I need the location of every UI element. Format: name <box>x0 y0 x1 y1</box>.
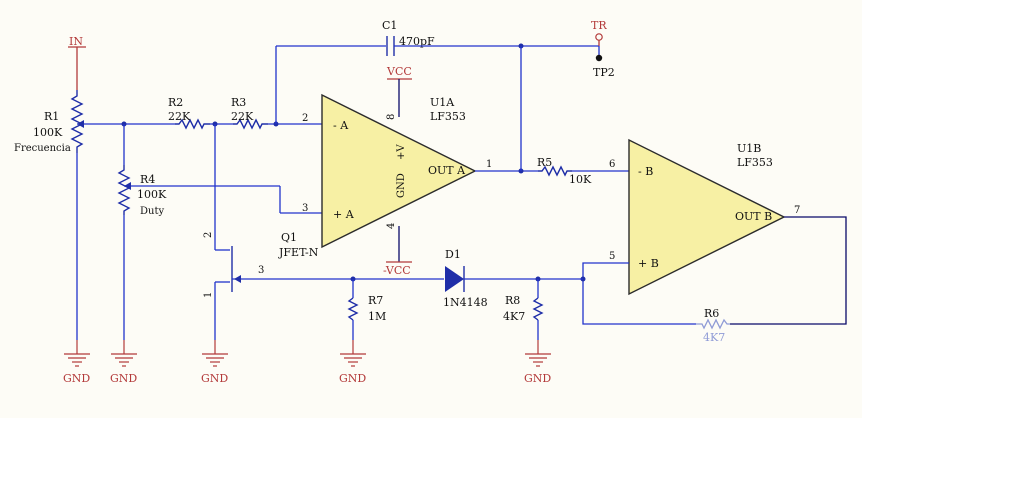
net-label-vcc: VCC <box>386 65 412 78</box>
gnd-label: GND <box>524 372 551 385</box>
u1b-pin-5: 5 <box>609 251 615 262</box>
u1b-value: LF353 <box>737 156 773 169</box>
u1a-pin-2: 2 <box>302 113 308 124</box>
q1-pin-3: 3 <box>258 265 264 276</box>
r4-ref: R4 <box>140 173 155 186</box>
c1-ref: C1 <box>382 19 397 32</box>
r3-value: 22K <box>231 110 254 123</box>
r1-value: 100K <box>33 126 63 139</box>
gnd-symbol-4: GND <box>339 340 366 385</box>
r8-ref: R8 <box>505 294 520 307</box>
q1-pin-2: 2 <box>203 232 214 238</box>
tr-test-point: TR TP2 <box>591 19 615 79</box>
gnd-label: GND <box>201 372 228 385</box>
u1a-value: LF353 <box>430 110 466 123</box>
u1a-in-neg-label: - A <box>333 119 349 132</box>
gnd-symbol-5: GND <box>524 340 551 385</box>
r6-ref: R6 <box>704 307 719 320</box>
r1-ref: R1 <box>44 110 59 123</box>
d1-value: 1N4148 <box>443 296 488 309</box>
gnd-symbol-1: GND <box>63 340 90 385</box>
r4-potentiometer: R4 100K Duty <box>117 124 322 340</box>
r4-value: 100K <box>137 188 167 201</box>
u1b-in-pos-label: + B <box>638 257 659 270</box>
net-label-in: IN <box>69 35 83 48</box>
r7-ref: R7 <box>368 294 383 307</box>
r7-value: 1M <box>368 310 386 323</box>
r8-value: 4K7 <box>503 310 525 323</box>
r2-value: 22K <box>168 110 191 123</box>
r4-note: Duty <box>140 206 164 217</box>
net-label-tp2: TP2 <box>593 66 615 79</box>
r1-potentiometer: R1 100K Frecuencia <box>14 90 124 340</box>
u1b-pin-7: 7 <box>794 205 800 216</box>
q1-value: JFET-N <box>278 246 319 259</box>
gnd-label: GND <box>339 372 366 385</box>
c1-value: 470pF <box>399 35 435 48</box>
r6-resistor: R6 4K7 <box>696 307 730 344</box>
vcc-supply: VCC <box>386 65 412 117</box>
gnd-label: GND <box>63 372 90 385</box>
q1-jfet: 2 1 3 Q1 JFET-N <box>203 124 353 340</box>
u1a-pin-1: 1 <box>486 159 492 170</box>
c1-capacitor: C1 470pF <box>382 19 435 56</box>
gnd-symbol-2: GND <box>110 340 137 385</box>
r8-resistor: R8 4K7 <box>503 279 544 340</box>
q1-ref: Q1 <box>281 231 297 244</box>
r5-resistor: R5 10K <box>537 156 592 186</box>
gnd-label: GND <box>110 372 137 385</box>
gnd-symbol-3: GND <box>201 340 228 385</box>
r1-note: Frecuencia <box>14 143 71 154</box>
r6-value: 4K7 <box>703 331 725 344</box>
d1-diode: D1 1N4148 <box>443 248 488 309</box>
r3-ref: R3 <box>231 96 246 109</box>
net-label-vcc-neg: -VCC <box>383 264 411 277</box>
u1a-opamp: - A + A OUT A GND +V 2 3 1 8 4 U1A LF353 <box>302 93 492 249</box>
r5-ref: R5 <box>537 156 552 169</box>
q1-pin-1: 1 <box>203 292 214 298</box>
u1b-in-neg-label: - B <box>638 165 653 178</box>
u1a-pin-3: 3 <box>302 203 308 214</box>
d1-ref: D1 <box>445 248 461 261</box>
u1a-pin-8: 8 <box>386 114 397 120</box>
vcc-neg-supply: -VCC <box>383 226 412 277</box>
u1a-in-pos-label: + A <box>333 208 355 221</box>
r2-ref: R2 <box>168 96 183 109</box>
r3-resistor: R3 22K <box>231 96 268 130</box>
u1b-opamp: - B + B OUT B 6 5 7 U1B LF353 <box>609 138 800 296</box>
net-label-tr: TR <box>591 19 607 32</box>
u1b-out-label: OUT B <box>735 210 772 223</box>
u1b-ref: U1B <box>737 142 761 155</box>
u1b-pin-6: 6 <box>609 159 615 170</box>
u1a-gnd-label: GND <box>396 173 407 198</box>
r2-resistor: R2 22K <box>168 96 210 130</box>
u1a-out-label: OUT A <box>428 164 466 177</box>
u1a-ref: U1A <box>430 96 455 109</box>
u1a-vplus-label: +V <box>396 144 407 160</box>
u1a-pin-4: 4 <box>386 223 397 229</box>
r5-value: 10K <box>569 173 592 186</box>
r7-resistor: R7 1M <box>347 279 386 340</box>
net-in: IN <box>68 35 86 90</box>
